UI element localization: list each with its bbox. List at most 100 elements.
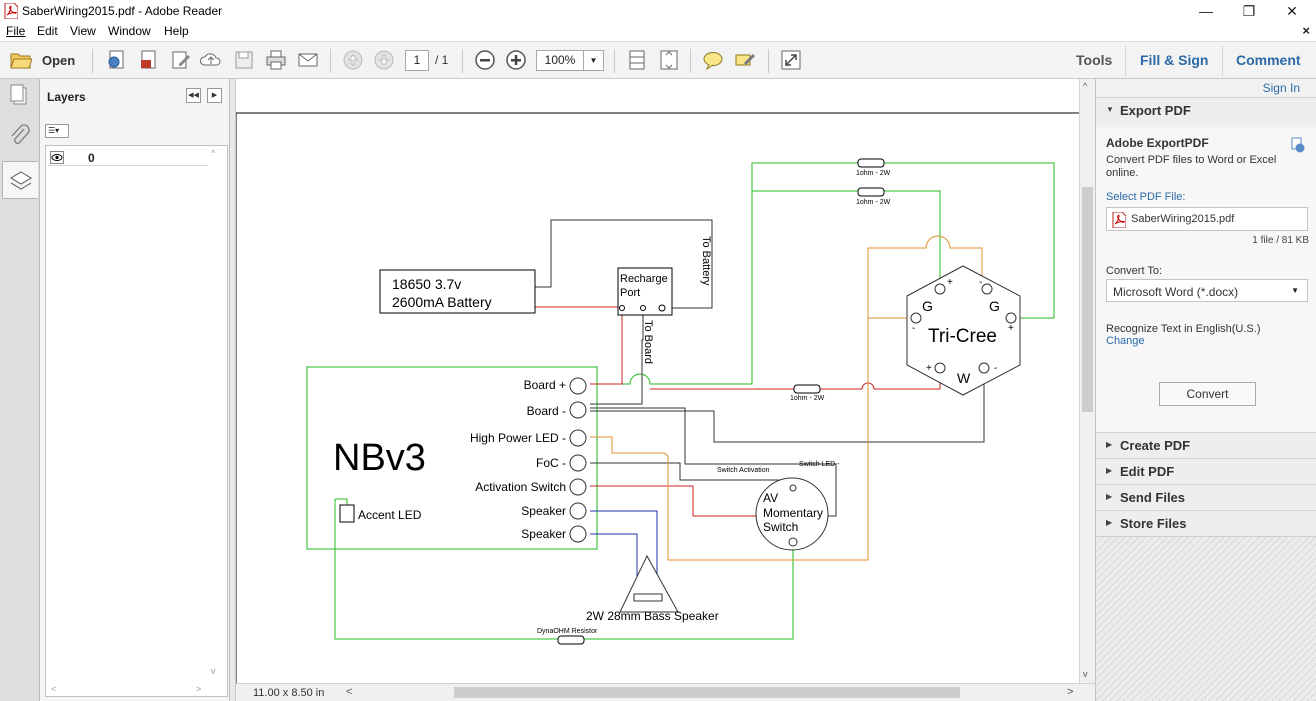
create-pdf-section-header[interactable]: ▶ Create PDF <box>1096 432 1316 458</box>
menu-view[interactable]: View <box>70 24 96 38</box>
scrollbar-thumb[interactable] <box>1082 187 1093 412</box>
empty-pane-area <box>1096 536 1316 701</box>
board-name-label: NBv3 <box>333 437 426 479</box>
switch-label-line3: Switch <box>763 520 798 534</box>
speaker-label: 2W 28mm Bass Speaker <box>586 609 719 623</box>
fit-page-icon[interactable] <box>658 49 680 71</box>
previous-page-icon[interactable] <box>342 49 364 71</box>
tools-pane: Sign In ▼ Export PDF Adobe ExportPDF Con… <box>1095 79 1316 701</box>
toolbar-divider <box>690 49 691 73</box>
change-language-link[interactable]: Change <box>1106 335 1145 347</box>
accent-led-label: Accent LED <box>358 508 422 522</box>
edit-pdf-section-header[interactable]: ▶ Edit PDF <box>1096 458 1316 484</box>
full-screen-icon[interactable] <box>780 49 802 71</box>
pin-label-foc: FoC - <box>536 456 566 470</box>
scroll-down-icon[interactable]: v <box>211 666 216 676</box>
page-number-input[interactable]: 1 <box>405 50 429 71</box>
collapse-panel-icon[interactable]: ◀◀ <box>186 88 201 103</box>
horizontal-scrollbar-thumb[interactable] <box>454 687 960 698</box>
svg-text:-: - <box>979 277 982 288</box>
scroll-left-icon[interactable]: < <box>51 684 57 694</box>
scroll-up-icon[interactable]: ^ <box>1083 81 1088 91</box>
toolbar-divider <box>462 49 463 73</box>
restore-button[interactable]: ❐ <box>1242 3 1256 19</box>
panel-expand-icon[interactable]: ▶ <box>207 88 222 103</box>
zoom-dropdown-button[interactable]: ▼ <box>584 50 604 71</box>
zoom-level-input[interactable]: 100% <box>536 50 584 71</box>
scroll-right-icon[interactable]: > <box>196 684 202 694</box>
next-page-icon[interactable] <box>373 49 395 71</box>
scroll-up-icon[interactable]: ^ <box>211 148 216 158</box>
document-close-icon[interactable]: × <box>1302 23 1310 38</box>
create-pdf-icon[interactable] <box>106 49 128 71</box>
scroll-left-icon[interactable]: < <box>346 686 353 698</box>
menu-help[interactable]: Help <box>164 24 189 38</box>
acrobat-pdf-icon[interactable] <box>138 49 160 71</box>
sign-in-link[interactable]: Sign In <box>1262 81 1300 95</box>
tools-tab[interactable]: Tools <box>1076 52 1113 68</box>
email-icon[interactable] <box>297 49 319 71</box>
resistor-top-2-label: 1ohm - 2W <box>856 199 891 206</box>
export-service-icon[interactable] <box>1290 137 1306 153</box>
menu-file[interactable]: File <box>6 24 26 38</box>
zoom-out-icon[interactable] <box>474 49 496 71</box>
scroll-right-icon[interactable]: > <box>1067 686 1074 698</box>
wiring-diagram: 18650 3.7v 2600mA Battery Recharge Port … <box>236 112 1079 683</box>
save-icon[interactable] <box>233 49 255 71</box>
toolbar-divider <box>1222 46 1223 76</box>
collapsed-triangle-icon: ▶ <box>1106 440 1113 449</box>
attachments-button[interactable] <box>2 119 38 157</box>
layer-row[interactable]: 0 <box>48 150 208 166</box>
menu-edit[interactable]: Edit <box>37 24 58 38</box>
fit-width-icon[interactable] <box>626 49 648 71</box>
toolbar-divider <box>768 49 769 73</box>
edit-pdf-label: Edit PDF <box>1120 464 1175 479</box>
fill-sign-tab[interactable]: Fill & Sign <box>1140 52 1209 68</box>
switch-label-line2: Momentary <box>763 506 823 520</box>
collapsed-triangle-icon: ▶ <box>1106 492 1113 501</box>
highlight-text-icon[interactable] <box>734 49 756 71</box>
layers-options-button[interactable]: ☰▾ <box>45 124 69 138</box>
minimize-button[interactable]: — <box>1199 3 1213 19</box>
document-view[interactable]: 18650 3.7v 2600mA Battery Recharge Port … <box>236 79 1079 683</box>
page-total: / 1 <box>435 53 449 67</box>
to-board-label: To Board <box>642 320 654 364</box>
window-title: SaberWiring2015.pdf - Adobe Reader <box>22 4 223 18</box>
led-w-label: W <box>957 370 971 386</box>
zoom-in-icon[interactable] <box>505 49 527 71</box>
eye-icon[interactable] <box>50 151 64 164</box>
collapsed-triangle-icon: ▶ <box>1106 466 1113 475</box>
edit-document-icon[interactable] <box>170 49 192 71</box>
layers-button[interactable] <box>2 161 38 199</box>
convert-format-select[interactable]: Microsoft Word (*.docx) ▼ <box>1106 279 1308 302</box>
comment-tab[interactable]: Comment <box>1236 52 1301 68</box>
resistor-top-1-label: 1ohm - 2W <box>856 170 891 177</box>
upload-cloud-icon[interactable] <box>200 49 222 71</box>
close-button[interactable]: ✕ <box>1286 3 1298 19</box>
adobe-exportpdf-title: Adobe ExportPDF <box>1106 136 1209 150</box>
switch-led-label: Switch LED - <box>799 461 840 468</box>
export-pdf-section-header[interactable]: ▼ Export PDF <box>1096 97 1316 123</box>
sticky-note-comment-icon[interactable] <box>702 49 724 71</box>
svg-text:+: + <box>1008 323 1014 334</box>
layers-panel: Layers ◀◀ ▶ ☰▾ 0 ^ v < > <box>40 79 230 701</box>
expanded-triangle-icon: ▼ <box>1106 105 1114 114</box>
menu-window[interactable]: Window <box>108 24 151 38</box>
page-thumbnails-button[interactable] <box>2 79 38 117</box>
battery-label-line1: 18650 3.7v <box>392 276 461 292</box>
open-button[interactable]: Open <box>42 53 76 68</box>
collapsed-triangle-icon: ▶ <box>1106 518 1113 527</box>
scroll-down-icon[interactable]: v <box>1083 669 1088 679</box>
send-files-section-header[interactable]: ▶ Send Files <box>1096 484 1316 510</box>
open-folder-icon[interactable] <box>10 49 32 71</box>
document-vertical-scrollbar[interactable]: ^ v <box>1079 79 1095 683</box>
recharge-label-line2: Port <box>620 287 640 299</box>
selected-file-box[interactable]: SaberWiring2015.pdf <box>1106 207 1308 231</box>
convert-button[interactable]: Convert <box>1159 382 1256 406</box>
export-pdf-label: Export PDF <box>1120 103 1191 118</box>
print-icon[interactable] <box>265 49 287 71</box>
dynaohm-resistor-label: DynaOHM Resistor <box>537 628 598 635</box>
switch-activation-label: Switch Activation <box>717 467 770 474</box>
store-files-section-header[interactable]: ▶ Store Files <box>1096 510 1316 536</box>
store-files-label: Store Files <box>1120 516 1187 531</box>
